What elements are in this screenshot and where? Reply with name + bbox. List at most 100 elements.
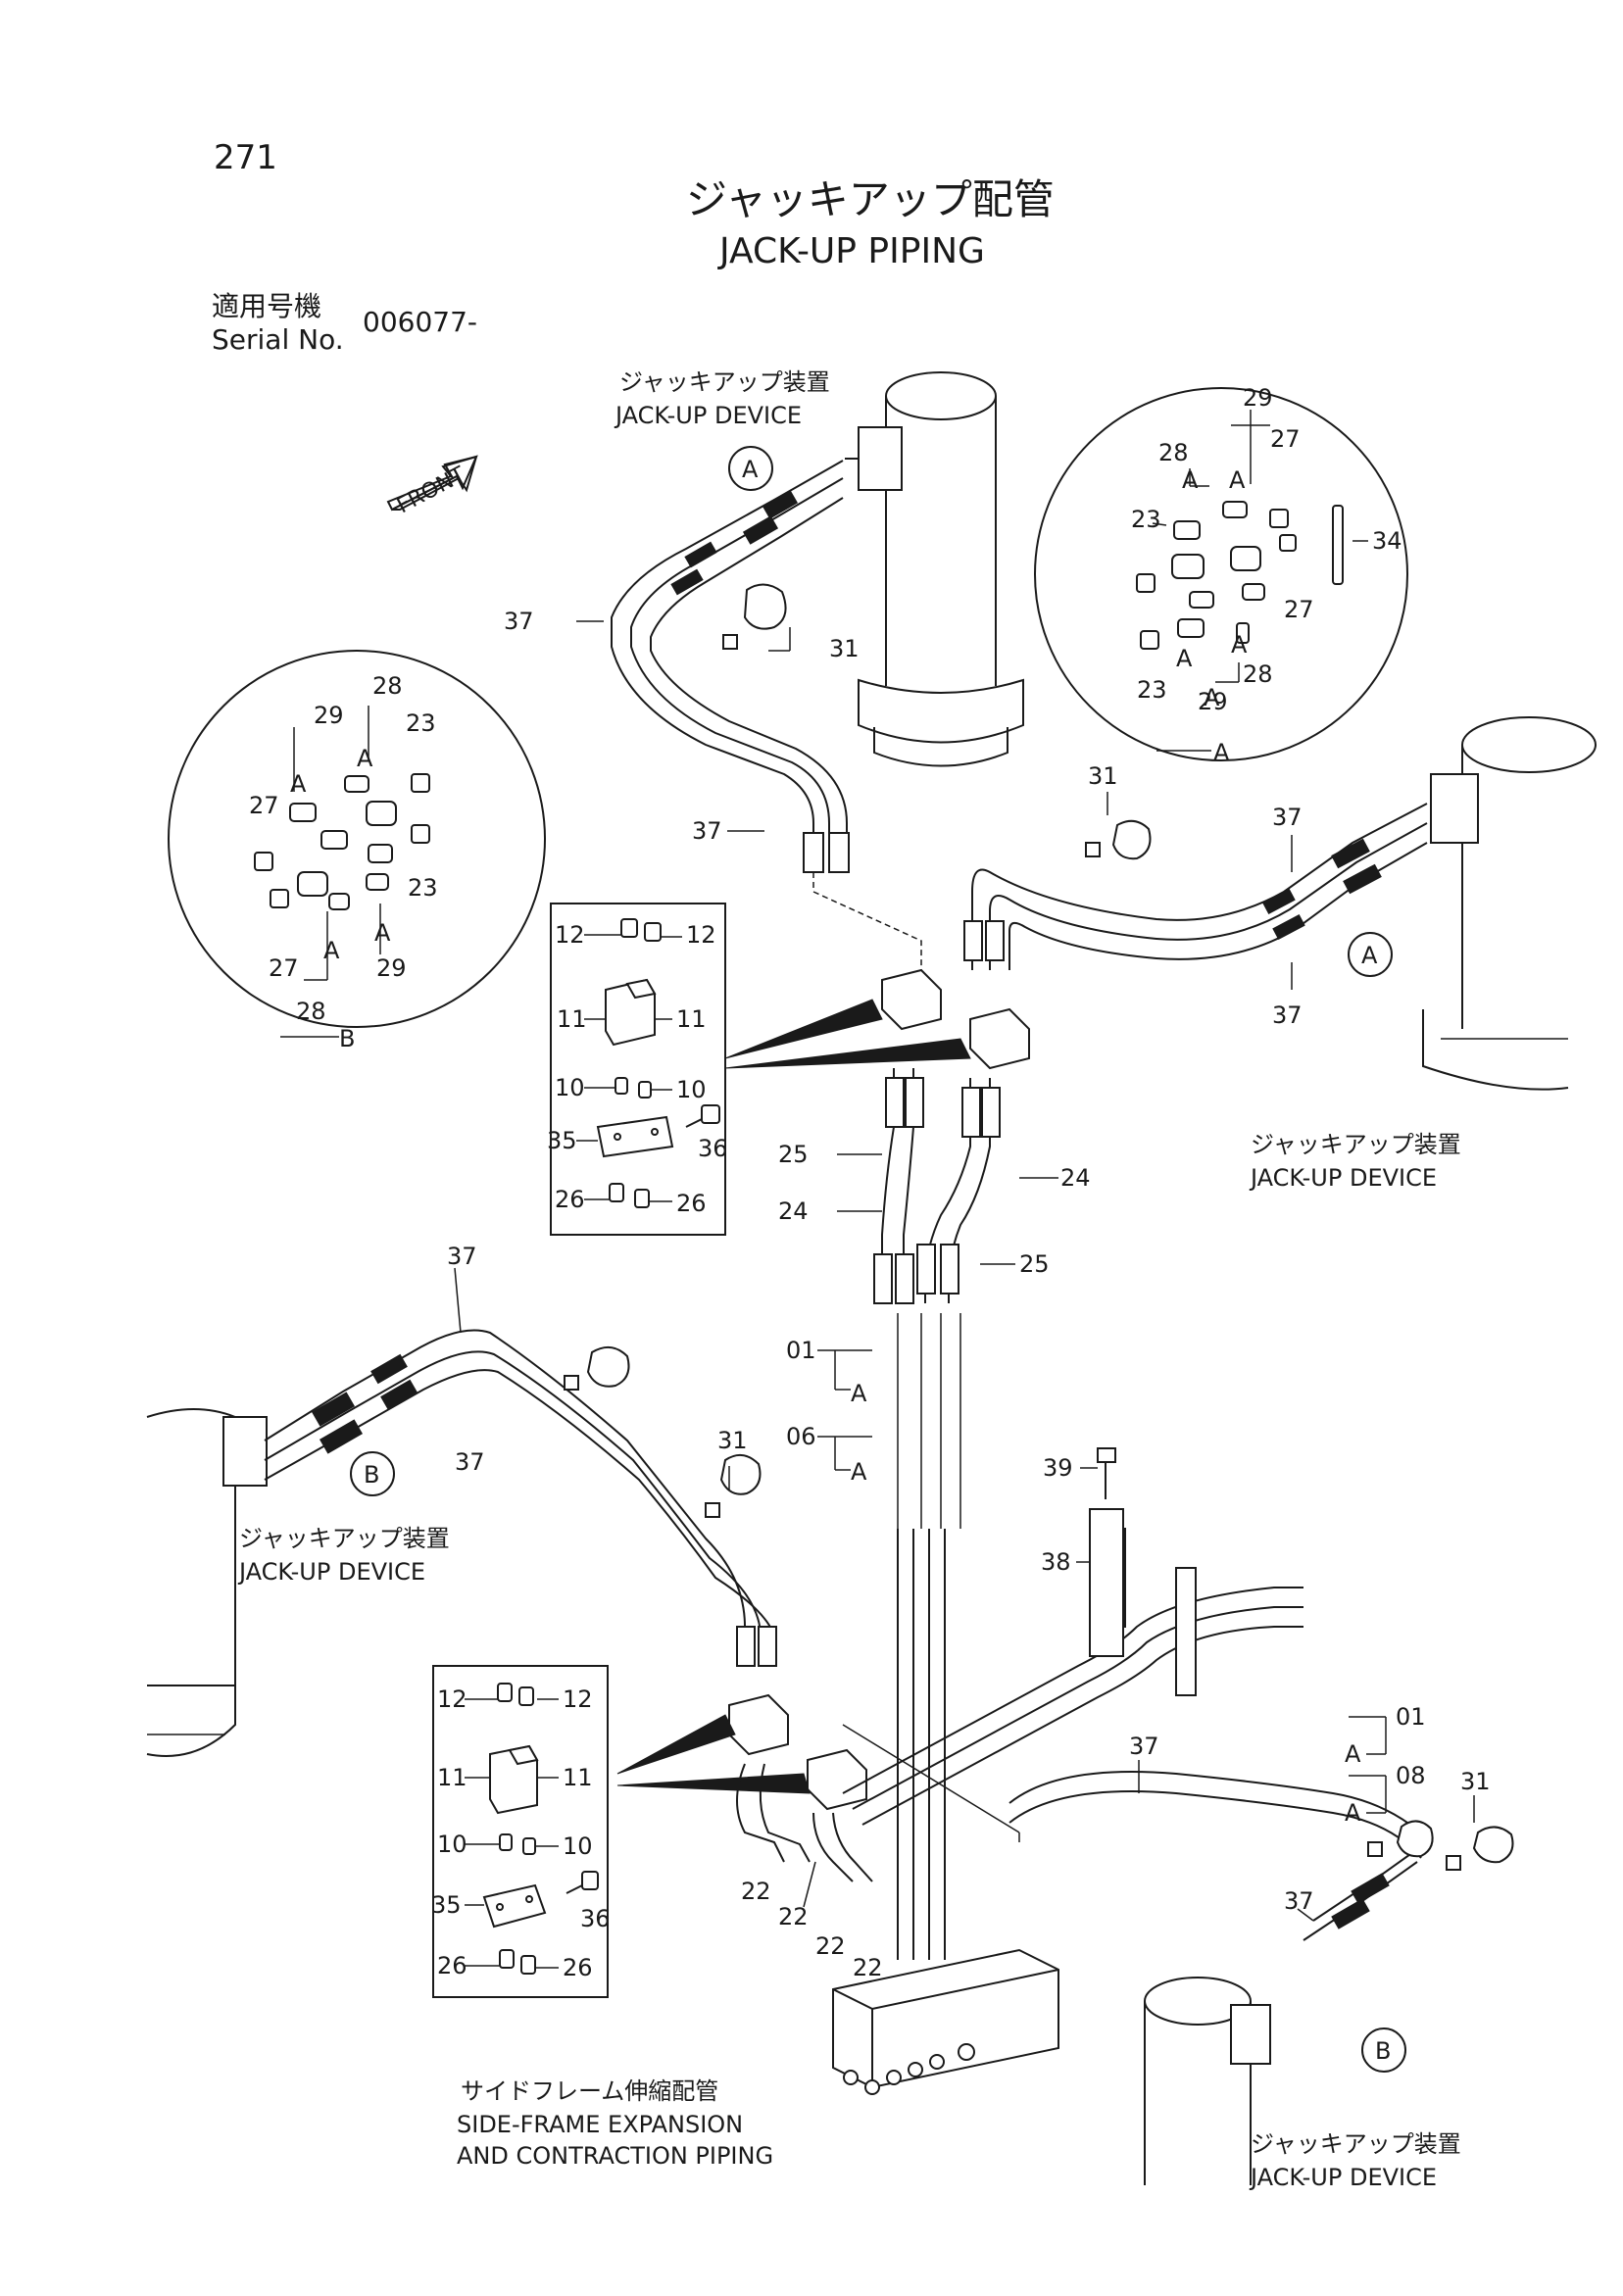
detail-b-callout-27-bottom: 27: [269, 954, 299, 982]
front-arrow-label: FRONT: [393, 463, 470, 519]
box-upper-callout-26-left: 26: [555, 1186, 585, 1213]
detail-b-callout-29-bottom: 29: [376, 954, 407, 982]
device-left-label-jp: ジャッキアップ装置: [239, 1525, 450, 1552]
fitting-exploded-box-lower: [432, 1665, 609, 1998]
callout-37-top-left: 37: [504, 608, 534, 635]
clamp-31-mid: [705, 1453, 762, 1518]
detail-a-callout-29-bottom: 29: [1198, 688, 1228, 715]
callout-06-center: 06: [786, 1423, 816, 1450]
jack-up-cylinder-right: [1422, 716, 1597, 1091]
box-lower-callout-12-right: 12: [563, 1685, 593, 1713]
callout-39: 39: [1043, 1454, 1073, 1482]
detail-a-inner-a1: A: [1182, 466, 1199, 494]
box-upper-callout-10-right: 10: [676, 1076, 707, 1103]
jack-up-cylinder-top: [845, 371, 1024, 767]
callout-25-right: 25: [1019, 1250, 1050, 1278]
detail-b-callout-23-right: 23: [408, 874, 438, 902]
detail-b-callout-29-top: 29: [314, 702, 344, 729]
callout-37-right-top: 37: [1272, 804, 1303, 831]
leader-lines: [454, 620, 1475, 1922]
box-lower-callout-10-left: 10: [437, 1831, 467, 1858]
junction-block-upper: [724, 968, 1030, 1070]
box-lower-callout-11-right: 11: [563, 1764, 593, 1791]
hose-set-center: [873, 1068, 1001, 1529]
detail-a-callout-27-right: 27: [1284, 596, 1314, 623]
callout-31-right: 31: [1088, 762, 1118, 790]
callout-37-left-bottom: 37: [455, 1448, 485, 1476]
serial-label-english: Serial No.: [212, 323, 344, 356]
callout-08-right: 08: [1396, 1762, 1426, 1789]
box-lower-callout-12-left: 12: [437, 1685, 467, 1713]
title-english: JACK-UP PIPING: [717, 231, 985, 271]
marker-b-left: B: [350, 1451, 395, 1496]
hose-set-22: [736, 1763, 873, 1882]
box-lower-callout-35: 35: [431, 1891, 462, 1919]
clamp-31-bottom-right: [1367, 1820, 1514, 1871]
detail-b-callout-28-bottom: 28: [296, 998, 326, 1025]
detail-view-b: [168, 650, 546, 1028]
device-bottom-right-label-en: JACK-UP DEVICE: [1249, 2164, 1437, 2191]
callout-22-b: 22: [778, 1903, 809, 1930]
detail-a-callout-34: 34: [1372, 527, 1402, 555]
box-upper-callout-12-left: 12: [555, 921, 585, 949]
box-upper-callout-35: 35: [547, 1127, 577, 1154]
detail-b-inner-a3: A: [323, 937, 340, 964]
detail-a-inner-a4: A: [1231, 631, 1248, 659]
detail-a-inner-a5: A: [1204, 684, 1220, 711]
callout-a-center-1: A: [851, 1380, 867, 1407]
side-frame-label-en-1: SIDE-FRAME EXPANSION: [457, 2111, 743, 2138]
callout-01-center: 01: [786, 1337, 816, 1364]
fitting-exploded-box-upper: [550, 903, 726, 1236]
callout-a-center-2: A: [851, 1458, 867, 1486]
box-upper-callout-26-right: 26: [676, 1190, 707, 1217]
device-top-label-jp: ジャッキアップ装置: [619, 368, 830, 396]
device-bottom-right-label-jp: ジャッキアップ装置: [1251, 2130, 1461, 2158]
device-left-label-en: JACK-UP DEVICE: [237, 1558, 425, 1586]
page-number: 271: [214, 138, 277, 177]
callout-31-top: 31: [829, 635, 860, 662]
detail-b-callout-28-top: 28: [372, 672, 403, 700]
callout-24-left: 24: [778, 1197, 809, 1225]
detail-b-inner-a2: A: [357, 745, 373, 772]
serial-value: 006077-: [363, 306, 477, 338]
detail-a-callout-29-top: 29: [1243, 384, 1273, 412]
hose-set-top: [611, 460, 922, 980]
callout-a-right-2: A: [1345, 1799, 1361, 1827]
callout-37-right-bottom: 37: [1272, 1001, 1303, 1029]
callout-31-mid: 31: [717, 1427, 748, 1454]
callout-37-lower-center: 37: [1129, 1733, 1159, 1760]
marker-a-right: A: [1348, 932, 1393, 977]
callout-24-right: 24: [1060, 1164, 1091, 1192]
box-lower-callout-36: 36: [580, 1905, 611, 1932]
detail-b-inner-a4: A: [374, 919, 391, 947]
callout-22-c: 22: [815, 1932, 846, 1960]
title-japanese: ジャッキアップ配管: [686, 175, 1055, 223]
hose-set-left: [264, 1329, 777, 1667]
junction-block-lower: [616, 1693, 867, 1811]
device-right-label-en: JACK-UP DEVICE: [1249, 1164, 1437, 1192]
callout-25-left: 25: [778, 1141, 809, 1168]
serial-label-japanese: 適用号機: [212, 290, 321, 322]
box-lower-callout-26-right: 26: [563, 1954, 593, 1981]
callout-37-left-top: 37: [447, 1243, 477, 1270]
jack-up-cylinder-bottom-right: [1144, 1977, 1271, 2185]
detail-a-callout-28-bottom: 28: [1243, 660, 1273, 688]
marker-a-top: A: [728, 446, 773, 491]
detail-b-view-label: B: [339, 1025, 355, 1052]
clamp-31-mid-left: [564, 1345, 630, 1391]
pipes-to-valve: [897, 1529, 946, 1960]
side-frame-label-en-2: AND CONTRACTION PIPING: [457, 2142, 773, 2170]
callout-37-bottom-right: 37: [1284, 1887, 1314, 1915]
box-upper-callout-11-right: 11: [676, 1005, 707, 1033]
callout-38: 38: [1041, 1548, 1071, 1576]
marker-a-right-label: A: [1361, 942, 1378, 969]
hose-set-right: [963, 803, 1428, 970]
front-arrow-icon: FRONT: [386, 455, 478, 519]
detail-a-callout-23-bottom: 23: [1137, 676, 1167, 704]
bolt-39-bracket-38: [1089, 1447, 1124, 1657]
box-upper-callout-12-right: 12: [686, 921, 716, 949]
box-lower-callout-10-right: 10: [563, 1832, 593, 1860]
callout-37-mid-top: 37: [692, 817, 722, 845]
control-valve-block: [832, 1948, 1059, 2095]
